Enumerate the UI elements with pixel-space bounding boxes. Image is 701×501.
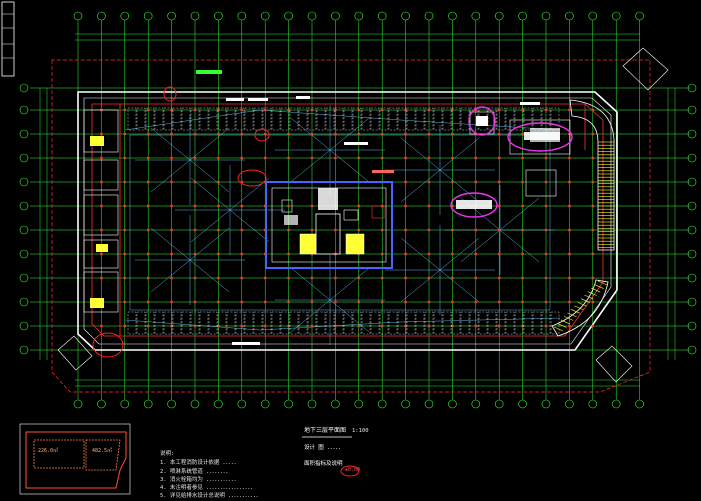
title-block-strip [1, 1, 15, 77]
drawing-scale: 1:100 [352, 428, 369, 434]
drawing-title: 地下三层平面图 [304, 427, 347, 434]
revision-clouds-red [92, 86, 360, 477]
structural-walls [91, 103, 604, 337]
bottom-right-ramp [551, 279, 609, 337]
site-boundary [51, 59, 651, 393]
drawing-subtitle: 设计 图 ．．．．． [304, 445, 344, 451]
level-mark: ±0.00 [345, 467, 361, 473]
right-ramp [569, 99, 615, 251]
key-plan-inset [19, 423, 131, 495]
left-service-rooms [83, 109, 119, 313]
note-line: 1. 本工程消防设计依据 ．．．．． [160, 460, 240, 466]
note-line: 2. 喷淋系统管道 ．．．．．．．． [160, 469, 231, 475]
equipment-blocks [456, 116, 560, 209]
entrance-ramps [57, 47, 669, 383]
key-plan-area-b: 482.5㎡ [92, 448, 113, 454]
axis-bubbles [19, 11, 697, 409]
dimension-lines [39, 33, 676, 387]
axis-gridlines [30, 20, 690, 400]
note-line: 5. 详见给排水设计总说明 ．．．．．．．．．．． [160, 493, 262, 499]
note-line: 3. 消火栓箱均为 ．．．．．．．．．．． [160, 477, 240, 483]
parking-bays [127, 107, 560, 335]
structural-columns [100, 108, 594, 328]
central-core [265, 181, 393, 269]
notes-header: 说明: [160, 451, 175, 457]
plan-tags [196, 70, 540, 345]
note-line: 4. 未注明者参见 ．．．．．．．．．．．．．．．．． [160, 485, 256, 491]
revision-clouds-magenta [450, 106, 573, 218]
sprinkler-pipe-network [124, 105, 561, 345]
drawing-subtitle-2: 面积指标及说明 [304, 461, 343, 467]
key-plan-area-a: 226.0㎡ [38, 448, 59, 454]
